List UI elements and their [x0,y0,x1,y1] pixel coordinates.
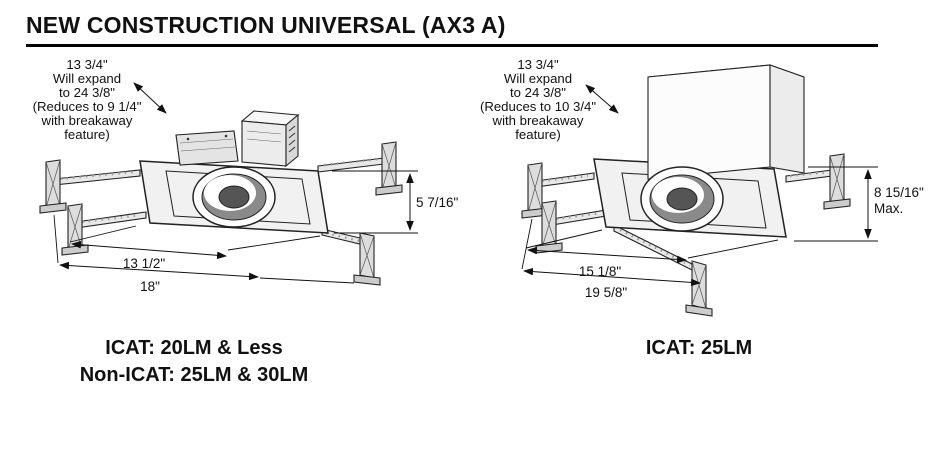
bracket-foot [685,304,713,317]
lamp-baffle [218,185,250,209]
left-caption-line1: ICAT: 20LM & Less [105,337,283,359]
hanger-bar-front-left [61,203,147,256]
expansion-note: 13 3/4" Will expand to 24 3/8" (Reduces … [480,57,596,142]
height-dimension-label: 5 7/16" [416,195,459,210]
width-dimension-inner: 13 1/2" [69,225,321,271]
can-opening [640,166,724,232]
bracket-foot [353,274,381,286]
left-caption: ICAT: 20LM & Less Non-ICAT: 25LM & 30LM [0,335,416,389]
right-caption: ICAT: 25LM [464,335,934,362]
plenum-box [647,64,805,180]
bracket-foot [61,244,89,256]
hanger-bar-rear-left [521,162,595,219]
figures-row: 13 3/4" Will expand to 24 3/8" (Reduces … [0,49,937,389]
height-dimension: 5 7/16" [332,170,459,234]
width-dimension-outer: 19 5/8" [521,218,701,300]
width-dimension-inner: 15 1/8" [525,229,779,279]
right-caption-line1: ICAT: 25LM [645,337,753,359]
right-drawing: 13 3/4" Will expand to 24 3/8" (Reduces … [480,57,924,317]
note-line: (Reduces to 10 3/4" [480,99,596,114]
note-line: feature) [515,127,560,142]
hanger-bar-front-right [321,228,381,286]
hanger-bar-rear-left [39,159,141,214]
left-drawing: 13 3/4" Will expand to 24 3/8" (Reduces … [33,57,459,294]
note-line: 13 3/4" [66,57,108,72]
height-dimension-label2: Max. [874,201,903,216]
height-dimension-label: 8 15/16" [874,185,924,200]
note-line: Will expand [504,71,572,86]
note-line: with breakaway [41,113,133,128]
page-title: NEW CONSTRUCTION UNIVERSAL (AX3 A) [26,12,506,38]
outer-width-label: 18" [140,279,160,294]
note-line: (Reduces to 9 1/4" [33,99,142,114]
vent-slots [288,125,296,153]
hanger-bar-rear-right [785,153,851,210]
right-figure: 13 3/4" Will expand to 24 3/8" (Reduces … [464,49,934,389]
expansion-note: 13 3/4" Will expand to 24 3/8" (Reduces … [33,57,142,142]
bracket-foot [375,184,403,196]
expansion-dimension-arrow [585,84,619,114]
hanger-bar-front-left [535,200,607,254]
expansion-dimension-arrow [133,82,167,114]
note-line: feature) [64,127,109,142]
junction-box [240,110,300,168]
note-line: 13 3/4" [517,57,559,72]
left-figure: 13 3/4" Will expand to 24 3/8" (Reduces … [20,49,464,389]
note-line: with breakaway [492,113,584,128]
bracket-foot [823,198,851,210]
can-opening [192,166,276,228]
hanger-bar-rear-right [317,141,403,196]
page-header: NEW CONSTRUCTION UNIVERSAL (AX3 A) [26,12,878,47]
bracket-foot [39,202,67,214]
width-dimension-outer: 18" [53,214,355,294]
left-caption-line2: Non-ICAT: 25LM & 30LM [79,364,309,386]
note-line: Will expand [53,71,121,86]
outer-width-label: 19 5/8" [585,285,628,300]
hanger-bar-front-right [613,224,713,317]
driver-box [175,130,239,166]
note-line: to 24 3/8" [510,85,566,100]
note-line: to 24 3/8" [59,85,115,100]
height-dimension: 8 15/16" Max. [794,166,924,242]
lamp-baffle [666,187,698,211]
